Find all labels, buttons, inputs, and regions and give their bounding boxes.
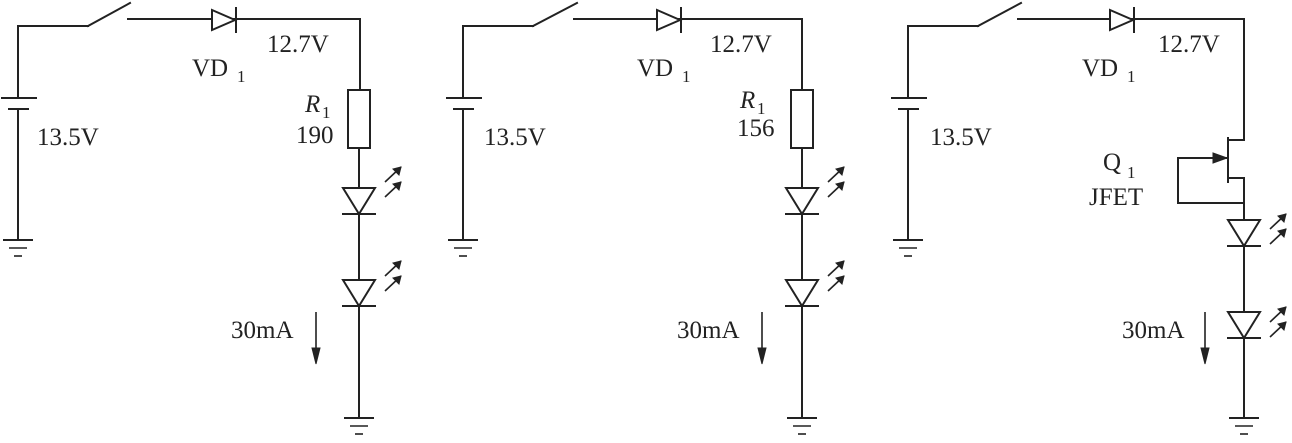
current-label: 30mA: [677, 317, 740, 344]
ground-symbol: [448, 239, 478, 257]
current-label: 30mA: [1122, 317, 1185, 344]
resistor-subscript: 1: [757, 99, 766, 118]
diode-vd1: [656, 7, 683, 33]
resistor-value-label: 190: [296, 122, 334, 149]
ground-symbol: [3, 239, 33, 257]
diode-label: VD: [192, 55, 228, 82]
led-1: [784, 166, 845, 216]
led-1: [1226, 213, 1287, 248]
wire-top-right: [1017, 18, 1245, 141]
node-voltage-label: 12.7V: [1158, 31, 1220, 58]
led-1: [341, 166, 402, 216]
ground-symbol: [344, 417, 374, 435]
diode-subscript: 1: [682, 67, 691, 86]
current-arrow: [1200, 312, 1210, 365]
node-voltage-label: 12.7V: [710, 31, 772, 58]
circuit-1: 13.5V VD 1 12.7V R 1 190 30mA: [1, 1, 402, 435]
transistor-label: Q: [1103, 149, 1121, 176]
circuit-3: 13.5V VD 1 12.7V Q 1 JFET 30mA: [891, 1, 1287, 435]
transistor-type-label: JFET: [1089, 184, 1143, 211]
resistor-label: R: [304, 91, 320, 118]
current-arrow: [757, 312, 767, 365]
resistor-r1: [790, 89, 814, 149]
battery-voltage-label: 13.5V: [930, 124, 992, 151]
led-2: [784, 260, 845, 308]
switch-blade: [976, 1, 1023, 28]
ground-symbol: [1229, 417, 1259, 435]
diode-subscript: 1: [237, 67, 246, 86]
switch-blade: [531, 1, 579, 28]
diode-subscript: 1: [1127, 67, 1136, 86]
current-label: 30mA: [231, 317, 294, 344]
jfet-q1: [1177, 137, 1245, 219]
resistor-r1: [347, 89, 371, 149]
diode-label: VD: [637, 55, 673, 82]
transistor-subscript: 1: [1127, 163, 1136, 182]
wire-top-right: [127, 18, 361, 89]
circuit-2: 13.5V VD 1 12.7V R 1 156 30mA: [446, 1, 845, 435]
ground-symbol: [893, 239, 923, 257]
resistor-subscript: 1: [322, 103, 331, 122]
diode-vd1: [211, 7, 238, 33]
current-arrow: [311, 312, 321, 365]
node-voltage-label: 12.7V: [267, 31, 329, 58]
resistor-label: R: [739, 87, 755, 114]
wire-top-right: [573, 18, 803, 89]
battery-voltage-label: 13.5V: [37, 124, 99, 151]
switch-blade: [86, 1, 132, 28]
led-2: [341, 260, 402, 308]
led-2: [1226, 306, 1287, 340]
ground-symbol: [787, 417, 817, 435]
battery-voltage-label: 13.5V: [484, 124, 546, 151]
diode-label: VD: [1082, 55, 1118, 82]
diode-vd1: [1109, 7, 1136, 33]
resistor-value-label: 156: [737, 115, 775, 142]
